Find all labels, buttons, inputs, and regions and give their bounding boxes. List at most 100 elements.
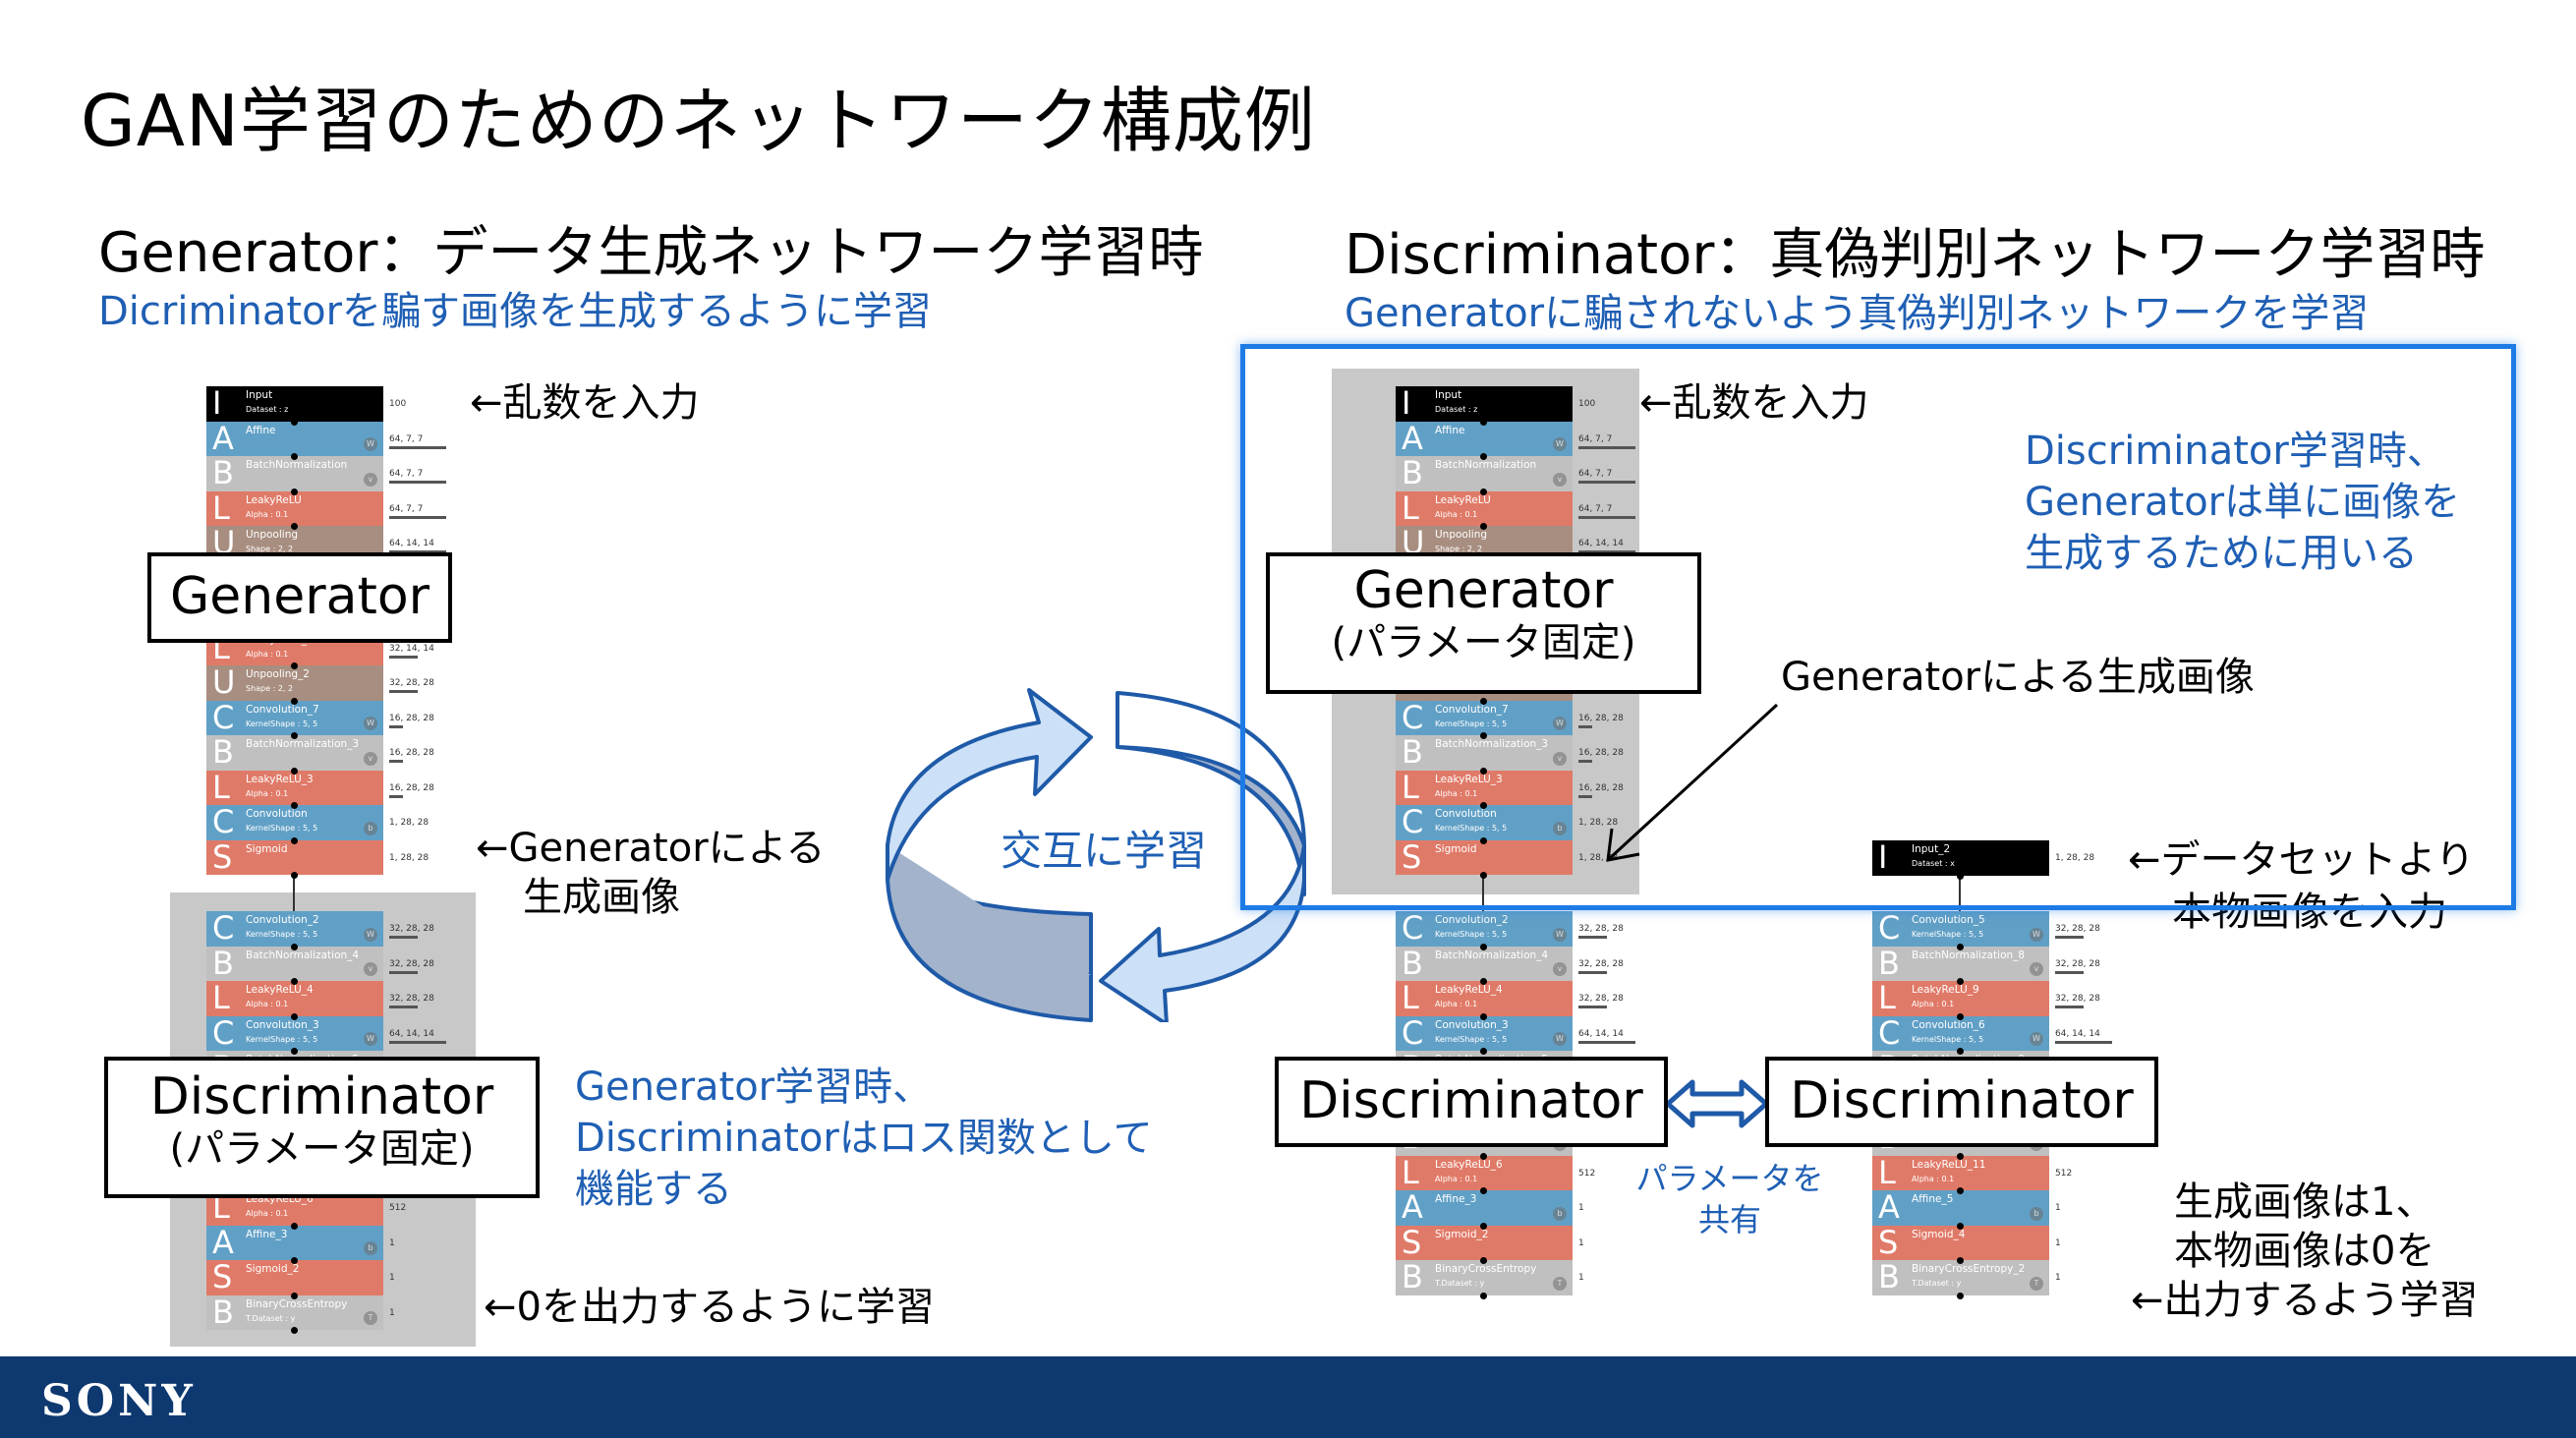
right-discriminator-label-1-text: Discriminator [1299, 1071, 1643, 1130]
layer-connector-dot[interactable] [291, 697, 298, 705]
layer-connector-dot[interactable] [1480, 872, 1487, 879]
layer-connector-dot[interactable] [291, 523, 298, 530]
layer-connector-dot[interactable] [291, 1292, 298, 1299]
layer-connector-dot[interactable] [1480, 978, 1487, 985]
layer-connector-dot[interactable] [291, 1222, 298, 1230]
layer-connector-dot[interactable] [291, 943, 298, 950]
layer-output-shape: 512 [1578, 1168, 1596, 1179]
layer-connector-dot[interactable] [291, 1327, 298, 1334]
layer-connector-dot[interactable] [1957, 1152, 1964, 1160]
layer-connector-dot[interactable] [1480, 1257, 1487, 1264]
layer-connector-dot[interactable] [1480, 1012, 1487, 1020]
layer-connector-dot[interactable] [291, 802, 298, 809]
layer-connector-dot[interactable] [291, 662, 298, 669]
layer-connector-dot[interactable] [1957, 1222, 1964, 1230]
right-discriminator-label-2-text: Discriminator [1790, 1071, 2134, 1130]
layer-connector-dot[interactable] [291, 872, 298, 879]
layer-connector-dot[interactable] [1480, 836, 1487, 844]
layer-output-shape: 1, 28, 28 [1578, 852, 1619, 863]
layer-connector-dot[interactable] [291, 836, 298, 844]
layer-connector-dot[interactable] [291, 488, 298, 495]
layer-connector-dot[interactable] [1480, 1187, 1487, 1194]
layer-name: LeakyReLU_4 [1435, 984, 1503, 996]
layer-connector-dot[interactable] [291, 1048, 298, 1055]
layer-connector-dot[interactable] [291, 1257, 298, 1264]
layer-connector-dot[interactable] [1480, 1152, 1487, 1160]
layer-connector-dot[interactable] [1480, 1222, 1487, 1230]
layer-connector-dot[interactable] [1480, 802, 1487, 809]
layer-connector-dot[interactable] [291, 767, 298, 775]
layer-connector-dot[interactable] [1480, 767, 1487, 775]
layer-connector-dot[interactable] [1957, 978, 1964, 985]
layer-connector-dot[interactable] [1480, 943, 1487, 950]
layer-connector-dot[interactable] [1957, 1187, 1964, 1194]
layer-connector-dot[interactable] [1480, 732, 1487, 739]
layer-connector-dot[interactable] [1957, 1292, 1964, 1299]
left-header: Generator：データ生成ネットワーク学習時 [98, 221, 1204, 285]
layer-output-size-bar [389, 445, 446, 449]
layer-connector-dot[interactable] [1957, 943, 1964, 950]
layer-connector-dot[interactable] [1480, 418, 1487, 426]
layer-connector-dot[interactable] [1480, 523, 1487, 530]
layer-connector-dot[interactable] [1957, 1257, 1964, 1264]
layer-connector-dot[interactable] [291, 418, 298, 426]
layer-connector-dot[interactable] [291, 732, 298, 739]
layer-connector-dot[interactable] [1957, 872, 1964, 880]
layer-connector-dot[interactable] [1480, 1048, 1487, 1055]
layer-output-shape: 1 [389, 1273, 395, 1283]
layer-connector-dot[interactable] [1957, 1012, 1964, 1020]
layer-connector-dot[interactable] [291, 978, 298, 985]
layer-connector-dot[interactable] [291, 1012, 298, 1020]
layer-connector-dot[interactable] [291, 453, 298, 460]
layer-connector-dot[interactable] [1480, 453, 1487, 460]
layer-connector-dot[interactable] [1480, 488, 1487, 495]
layer-connector-dot[interactable] [1480, 697, 1487, 705]
layer-connector-dot[interactable] [1480, 1292, 1487, 1299]
layer-type-icon: B [1402, 944, 1423, 982]
layer-connector-dot[interactable] [1957, 1048, 1964, 1055]
